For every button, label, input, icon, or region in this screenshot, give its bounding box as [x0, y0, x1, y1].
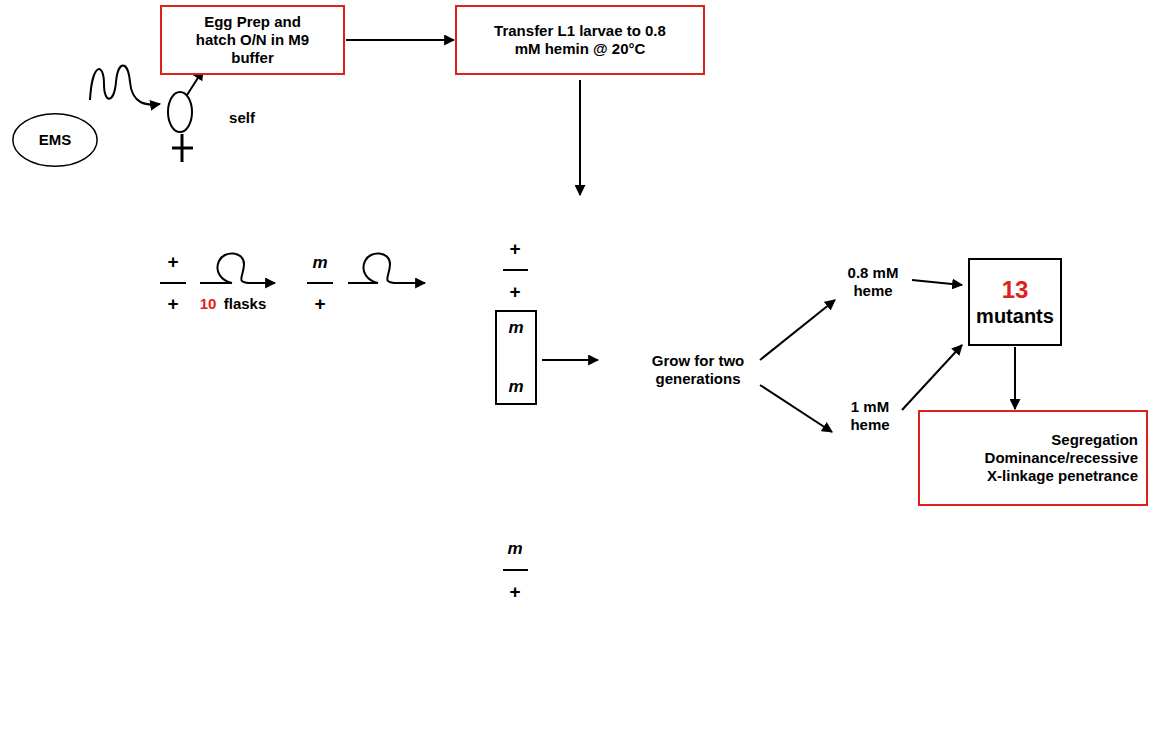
step-text: Grow for two generations: [642, 352, 754, 388]
node-text: Egg Prep and hatch O/N in M9 buffer: [188, 13, 318, 67]
flow-arrow: [1014, 347, 1016, 409]
node-text: m: [508, 318, 523, 338]
mutagen-squiggle: [90, 66, 160, 105]
split-arrow: [760, 385, 832, 432]
flow-arrow: [542, 359, 598, 361]
genotype-bar: [160, 282, 186, 284]
annotation-text: self: [229, 109, 255, 127]
genotype-allele: m: [312, 253, 327, 273]
protocol-step-box: Transfer L1 larvae to 0.8 mM hemin @ 20°…: [455, 5, 705, 75]
mutagen-ellipse: EMS: [12, 112, 98, 168]
node-text: m: [508, 377, 523, 397]
genotype-bar: [503, 569, 528, 571]
condition-text: 1 mM heme: [844, 398, 896, 434]
genotype-allele: +: [509, 281, 520, 304]
hermaphrodite-symbol: [172, 134, 193, 162]
genotype-allele: +: [314, 293, 325, 316]
hermaphrodite-symbol: [168, 92, 192, 132]
annotation-text: flasks: [224, 295, 267, 313]
analysis-box: Segregation Dominance/recessive X-linkag…: [918, 410, 1148, 506]
node-text: Transfer L1 larvae to 0.8 mM hemin @ 20°…: [480, 22, 680, 58]
node-text: mutants: [976, 304, 1054, 328]
genotype-allele: +: [509, 581, 520, 604]
result-box: 13mutants: [968, 258, 1062, 346]
homozygote-box: mm: [495, 310, 537, 405]
node-text: Segregation Dominance/recessive X-linkag…: [985, 431, 1138, 485]
genotype-allele: +: [167, 251, 178, 274]
genotype-bar: [503, 269, 528, 271]
genotype-bar: [307, 282, 333, 284]
genotype-allele: +: [167, 293, 178, 316]
genotype-allele: +: [509, 238, 520, 261]
ellipse-outline: [13, 114, 97, 167]
flow-arrow: [579, 80, 581, 195]
node-text: 13: [1002, 276, 1029, 305]
split-arrow: [760, 300, 835, 360]
flow-arrow: [912, 280, 962, 285]
selfing-loop-arrow: [348, 253, 425, 283]
flask-count: 10: [200, 295, 217, 313]
protocol-step-box: Egg Prep and hatch O/N in M9 buffer: [160, 5, 345, 75]
genotype-allele: m: [507, 539, 522, 559]
condition-text: 0.8 mM heme: [840, 264, 906, 300]
flow-arrow: [346, 39, 454, 41]
flow-arrow: [902, 345, 962, 410]
node-text: EMS: [39, 131, 72, 149]
selfing-loop-arrow: [200, 253, 275, 283]
